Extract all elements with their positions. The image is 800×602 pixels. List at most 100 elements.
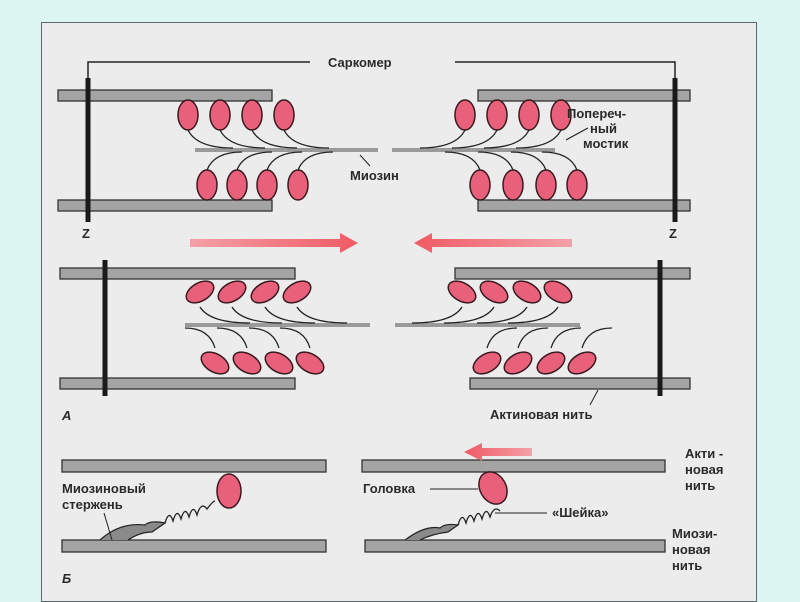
myosin-head [469, 169, 491, 201]
myosin-neck [216, 327, 248, 349]
myosin-head [264, 351, 294, 375]
myosin-neck [279, 327, 311, 349]
myosin-neck [411, 306, 463, 324]
myosin-head [486, 99, 508, 131]
myosin-neck [541, 151, 578, 171]
myosin-head [518, 99, 540, 131]
myosin-filament-label-3: нить [672, 558, 702, 573]
myosin-head [273, 99, 295, 131]
myosin-head [566, 169, 588, 201]
actin-filament [57, 199, 273, 212]
myosin-filament-label-2: новая [672, 542, 710, 557]
myosin-neck [248, 327, 280, 349]
myosin-head [478, 471, 508, 505]
myosin-head [543, 280, 573, 304]
sarcomere-bracket [87, 61, 676, 78]
z-label-right: Z [669, 226, 677, 241]
myosin-filament [61, 539, 327, 553]
myosin-head [502, 169, 524, 201]
myosin-neck [451, 129, 498, 149]
myosin-neck [219, 129, 266, 149]
myosin-head [185, 280, 215, 304]
arrow-left-icon [464, 443, 532, 461]
myosin-head [241, 99, 263, 131]
myosin-neck [187, 129, 234, 149]
myosin-head [454, 99, 476, 131]
myosin-label: Миозин [350, 168, 399, 183]
diagram-frame [41, 22, 757, 602]
actin-filament [454, 267, 691, 280]
myosin-neck [517, 327, 549, 349]
myosin-neck [515, 129, 562, 149]
actin-filament-label: Актиновая нить [490, 407, 593, 422]
myosin-filament [364, 539, 666, 553]
actin-filament [59, 267, 296, 280]
myosin-neck [419, 129, 466, 149]
myosin-head [550, 99, 572, 131]
arrow-left-icon [414, 233, 572, 253]
myosin-filament-label-1: Миози- [672, 526, 717, 541]
sarcomere-label: Саркомер [328, 55, 392, 70]
actin-filament [469, 377, 691, 390]
panel-b-letter: Б [62, 571, 71, 586]
myosin-neck [199, 306, 251, 324]
z-label-left: Z [82, 226, 90, 241]
myosin-neck [443, 306, 495, 324]
myosin-neck [206, 151, 243, 171]
arrow-right-icon [190, 233, 358, 253]
myosin-head [177, 99, 199, 131]
myosin-neck [297, 151, 334, 171]
myosin-head [200, 351, 230, 375]
myosin-neck [264, 306, 316, 324]
actin-label-1: Акти - [685, 446, 723, 461]
actin-label-3: нить [685, 478, 715, 493]
panel-a-relaxed: Саркомер Миозин Попереч- ный мостик Z Z [57, 55, 691, 253]
myosin-head [209, 99, 231, 131]
myosin-neck [486, 327, 518, 349]
myosin-head [503, 351, 533, 375]
panel-b-mechanism: Миозиновый стержень Головка «Шейка» Акти… [61, 443, 723, 586]
myosin-head [226, 169, 248, 201]
myosin-neck [510, 151, 547, 171]
myosin-neck [483, 129, 530, 149]
myosin-head [447, 280, 477, 304]
myosin-head [512, 280, 542, 304]
myosin-head [232, 351, 262, 375]
myosin-head [256, 169, 278, 201]
myosin-neck [184, 327, 216, 349]
myosin-head [216, 473, 242, 509]
myosin-head [472, 351, 502, 375]
myosin-head [282, 280, 312, 304]
myosin-neck [283, 129, 330, 149]
myosin-neck [236, 151, 273, 171]
myosin-neck [266, 151, 303, 171]
myosin-neck [231, 306, 283, 324]
myosin-head [479, 280, 509, 304]
myosin-head [196, 169, 218, 201]
panel-a-contracted: А Актиновая нить [59, 260, 691, 423]
myosin-head [217, 280, 247, 304]
actin-filament [477, 89, 691, 102]
myosin-rod-label-1: Миозиновый [62, 481, 146, 496]
myosin-head [295, 351, 325, 375]
myosin-head [250, 280, 280, 304]
myosin-neck [507, 306, 559, 324]
myosin-neck [550, 327, 582, 349]
actin-filament [57, 89, 273, 102]
myosin-neck [296, 306, 348, 324]
actin-filament [477, 199, 691, 212]
actin-label-2: новая [685, 462, 723, 477]
actin-filament [59, 377, 296, 390]
head-label: Головка [363, 481, 416, 496]
myosin-head [287, 169, 309, 201]
myosin-head [535, 169, 557, 201]
cross-bridge-label-3: мостик [583, 136, 629, 151]
neck-label: «Шейка» [552, 505, 608, 520]
myosin-head [536, 351, 566, 375]
myosin-neck [251, 129, 298, 149]
panel-a-letter: А [61, 408, 71, 423]
cross-bridge-label-2: ный [590, 121, 617, 136]
myosin-neck [444, 151, 481, 171]
myosin-rod-label-2: стержень [62, 497, 123, 512]
